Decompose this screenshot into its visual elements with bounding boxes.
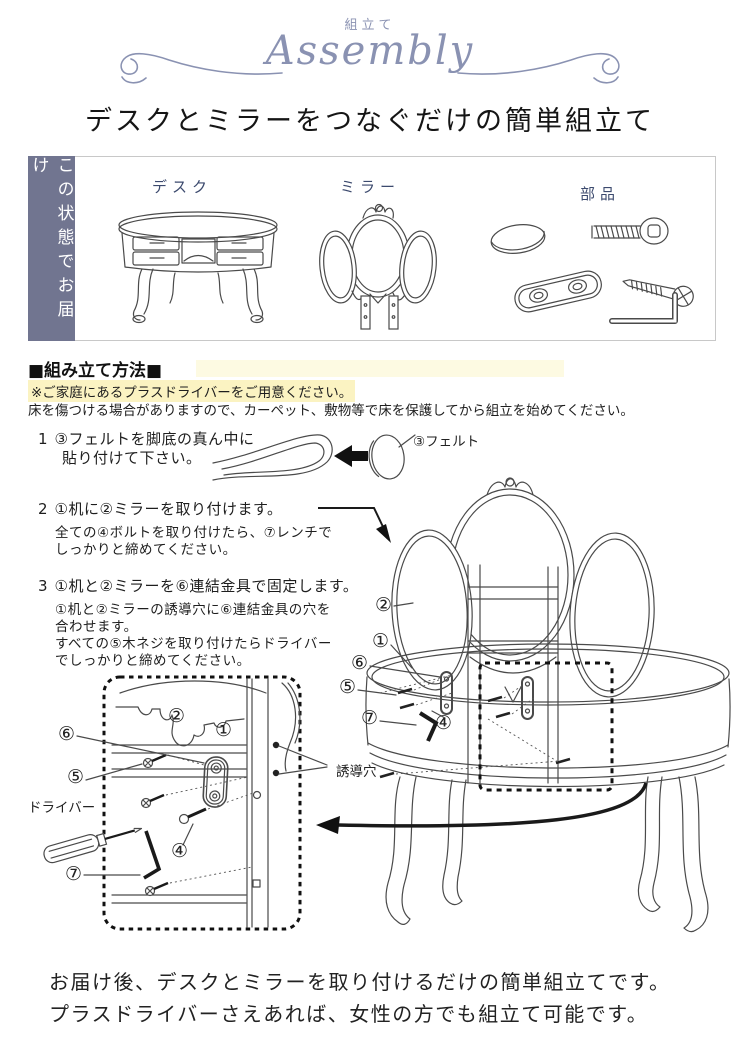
step1-leg-illustration	[212, 434, 416, 481]
header-subtitle-jp: 組立て	[344, 18, 396, 33]
part-felt-pad	[490, 224, 546, 254]
assembly-diagram	[43, 434, 731, 933]
mirror-illustration	[319, 203, 437, 330]
step3-number: 3	[38, 577, 48, 595]
detail-zoom-box	[43, 675, 328, 931]
screwdriver-label: ドライバー	[28, 800, 96, 816]
callout-main-screw: ⑤	[339, 676, 357, 698]
part-hex-wrench	[609, 292, 678, 324]
callout-detail-bolt: ④	[171, 840, 189, 862]
callout-main-mirror: ②	[375, 594, 393, 616]
step3-detail-1: ①机と②ミラーの誘導穴に⑥連結金具の穴を	[55, 602, 331, 618]
step2-pointer-arrow	[318, 507, 391, 543]
focus-dashed-rect	[478, 661, 614, 792]
step1-line2: 貼り付けて下さい。	[62, 449, 202, 467]
callout-detail-wrench: ⑦	[65, 863, 83, 885]
step3-detail-3: すべての⑤木ネジを取り付けたらドライバー	[55, 636, 332, 652]
delivery-item-parts-label: 部品	[579, 185, 620, 203]
zoom-curved-arrow	[316, 782, 648, 834]
delivery-item-desk-label: デスク	[151, 178, 212, 196]
delivery-state-side-banner: この状態でお届け	[28, 156, 75, 341]
detail-screws	[140, 753, 169, 897]
callout-main-bolt: ④	[435, 712, 453, 734]
callout-detail-mirror: ②	[168, 705, 186, 727]
bolt-glyphs	[379, 687, 571, 779]
callout-main-wrench: ⑦	[361, 707, 379, 729]
felt-part-label: ③フェルト	[413, 434, 480, 450]
step1-number: 1	[38, 430, 48, 448]
callout-main-desk: ①	[372, 630, 390, 652]
screwdriver-illustration	[43, 827, 143, 864]
callout-detail-screw: ⑤	[67, 766, 85, 788]
header-script-title: Assembly	[265, 28, 475, 74]
delivery-item-mirror-label: ミラー	[339, 178, 400, 196]
part-bolt	[591, 217, 669, 245]
step2-detail-2: しっかりと締めてください。	[55, 542, 237, 558]
step2-detail-1: 全ての④ボルトを取り付けたら、⑦レンチで	[55, 525, 333, 541]
callout-main-plate: ⑥	[351, 652, 369, 674]
guide-hole-label: 誘導穴	[336, 764, 377, 780]
vanity-main-illustration	[357, 477, 731, 933]
flourish-left	[120, 52, 283, 84]
step3-detail-4: でしっかりと締めてください。	[55, 653, 251, 669]
footer-line-2: プラスドライバーさえあれば、女性の方でも組立て可能です。	[49, 1002, 649, 1026]
delivery-state-side-label: この状態でお届け	[28, 156, 74, 324]
callout-detail-plate: ⑥	[58, 723, 76, 745]
heading-highlight-band	[196, 360, 564, 377]
page-title: デスクとミラーをつなぐだけの簡単組立て	[85, 106, 655, 137]
step2-number: 2	[38, 500, 48, 518]
method-note-highlighted: ※ご家庭にあるプラスドライバーをご用意ください。	[28, 380, 356, 402]
flourish-right	[457, 52, 620, 84]
method-heading: ■組み立て方法■	[28, 361, 163, 381]
desk-illustration	[118, 211, 278, 324]
parts-illustration	[490, 217, 694, 324]
step3-detail-2: 合わせます。	[55, 619, 138, 635]
part-connecting-plate	[514, 270, 602, 313]
callout-detail-desk: ①	[215, 719, 233, 741]
footer-line-1: お届け後、デスクとミラーを取り付けるだけの簡単組立てです。	[49, 970, 671, 994]
part-wood-screw	[622, 279, 694, 307]
method-note-floor: 床を傷つける場合がありますので、カーペット、敷物等で床を保護してから組立を始めて…	[28, 403, 634, 419]
